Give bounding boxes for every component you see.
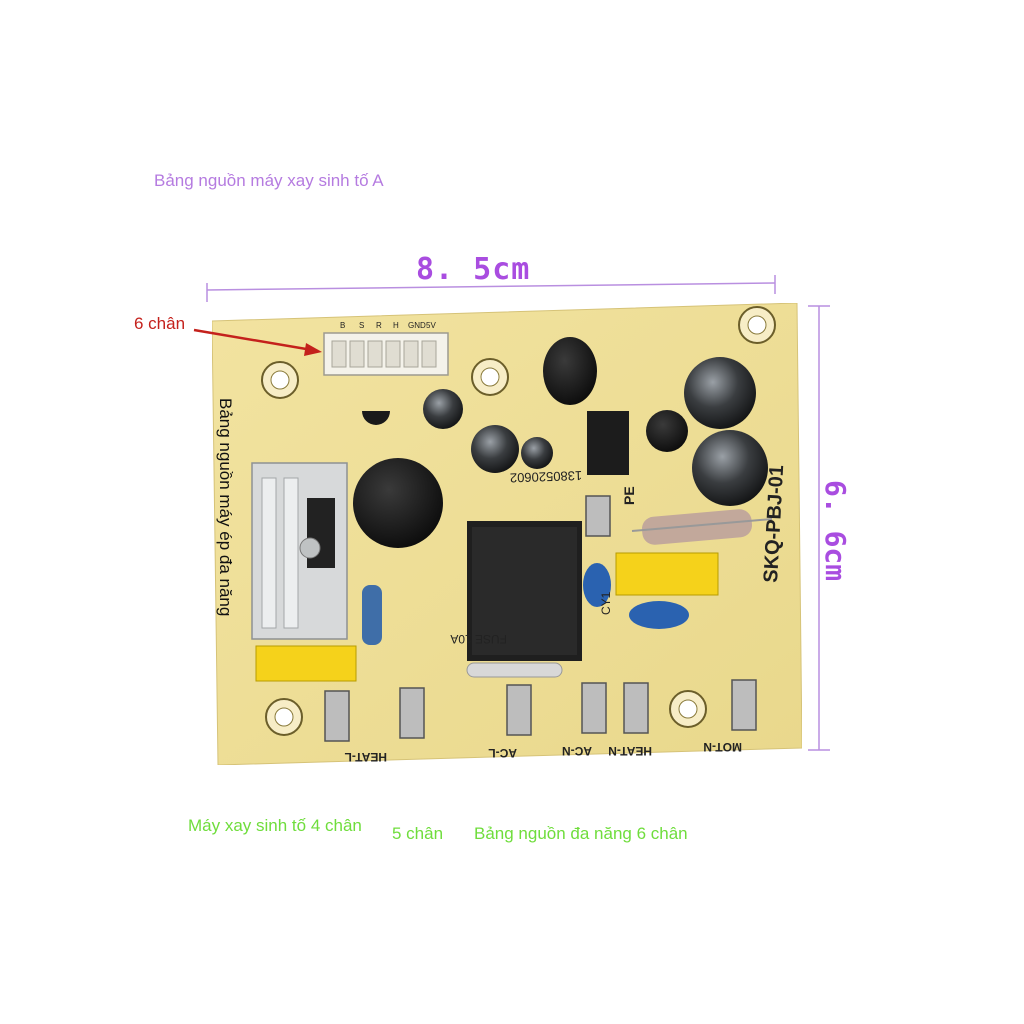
ic-chip	[587, 411, 629, 475]
svg-text:GND: GND	[408, 321, 426, 330]
terminal-label: HEAT-N	[608, 744, 652, 758]
heatsink	[251, 462, 348, 640]
board-cy1: CY1	[599, 591, 613, 615]
board-pe: PE	[621, 486, 637, 505]
svg-text:R: R	[376, 321, 382, 330]
width-dimension: 8. 5cm	[416, 252, 531, 287]
terminal-label: AC-L	[488, 746, 517, 760]
board-serial: 1380520602	[510, 468, 583, 486]
svg-text:S: S	[359, 321, 364, 330]
svg-text:H: H	[393, 321, 399, 330]
title-top: Bảng nguồn máy xay sinh tố A	[154, 171, 384, 190]
pcb-board: SKQ-PBJ-01 1380520602 FUSE 10A PE CY1 HE…	[212, 303, 802, 765]
bottom-label-mid: 5 chân	[392, 824, 444, 843]
side-label: Bảng nguồn máy ép đa năng	[216, 398, 235, 617]
bottom-label-left: Máy xay sinh tố 4 chân	[188, 816, 362, 835]
terminal-label: MOT-N	[703, 740, 742, 754]
resistor	[362, 585, 382, 645]
terminal-label: AC-N	[562, 744, 592, 758]
bottom-label-right: Bảng nguồn đa năng 6 chân	[474, 824, 688, 843]
svg-text:5V: 5V	[426, 321, 436, 330]
svg-text:B: B	[340, 321, 345, 330]
six-pin-label: 6 chân	[134, 314, 186, 333]
board-fuse: FUSE 10A	[450, 632, 507, 646]
terminal-label: HEAT-L	[345, 750, 387, 764]
